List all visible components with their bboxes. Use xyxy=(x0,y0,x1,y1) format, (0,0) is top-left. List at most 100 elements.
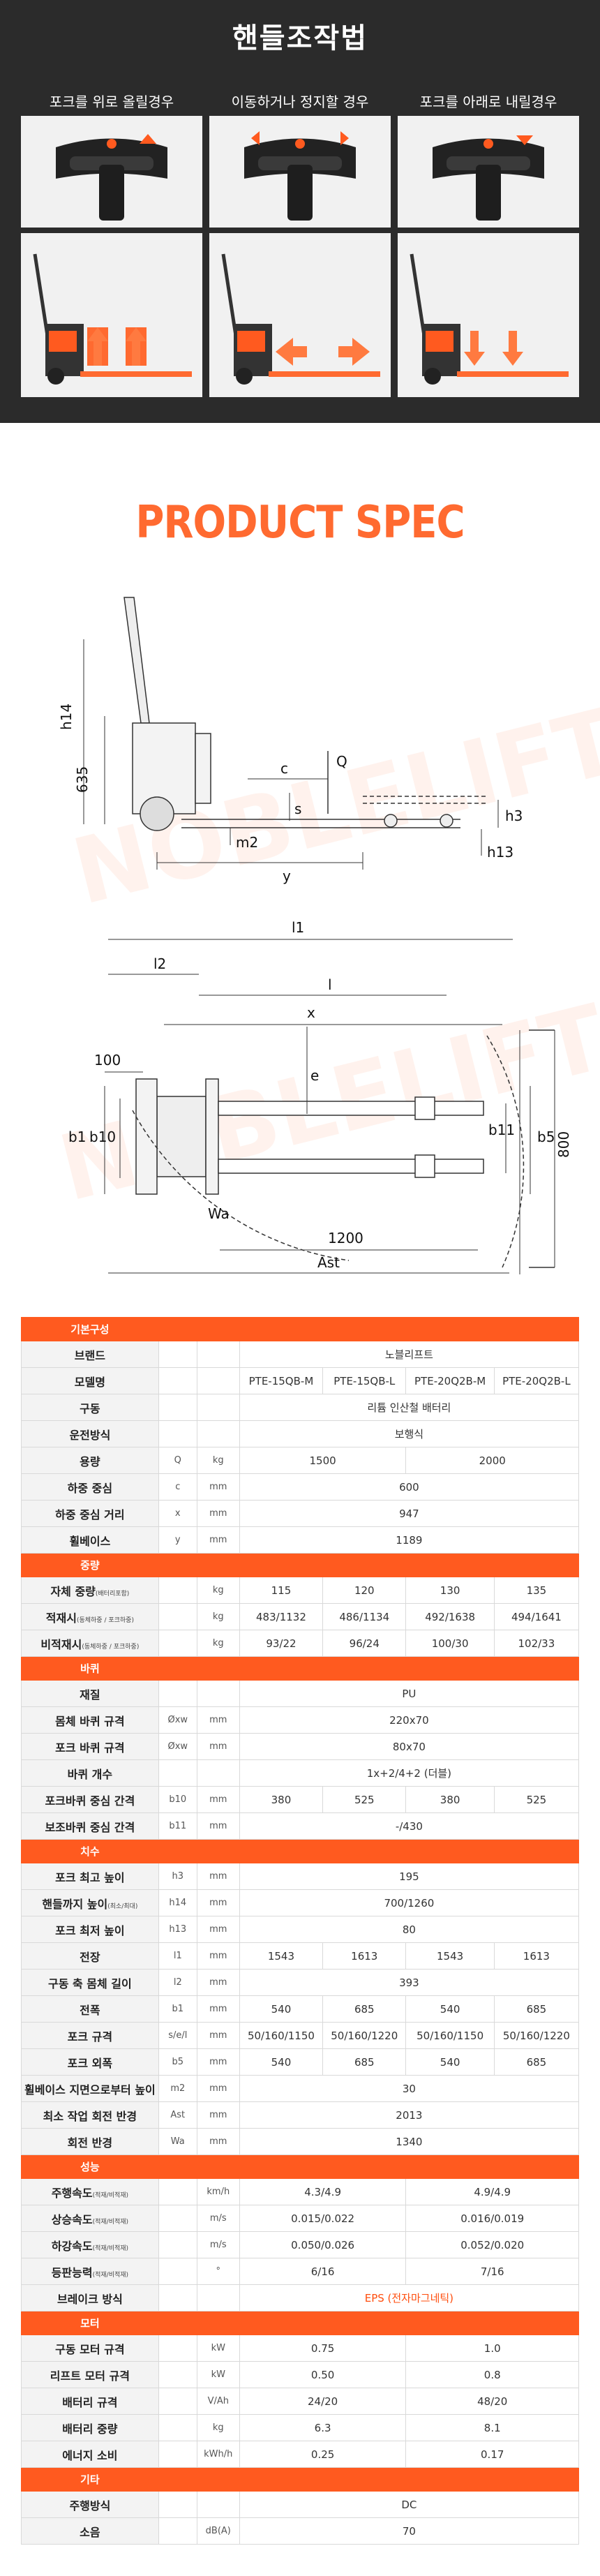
spec-value: 0.016/0.019 xyxy=(405,2205,579,2232)
spec-value: 947 xyxy=(239,1500,580,1527)
side-view-labels: h14 635 c Q s h3 m2 h13 y xyxy=(58,703,523,884)
spec-symbol: b5 xyxy=(158,2048,197,2076)
spec-label: 포크 최고 높이 xyxy=(21,1863,159,1890)
spec-symbol xyxy=(158,2441,197,2468)
spec-symbol xyxy=(158,1577,197,1604)
spec-label-text: 몸체 바퀴 규격 xyxy=(55,1714,125,1728)
spec-value: 700/1260 xyxy=(239,1889,580,1916)
spec-label-text: 구동 xyxy=(80,1401,100,1415)
spec-label: 포크바퀴 중심 간격 xyxy=(21,1786,159,1813)
section-header-fill xyxy=(158,2467,580,2492)
spec-label: 적재시(동체하중 / 포크하중) xyxy=(21,1603,159,1630)
handle-panel-lower: 포크를 아래로 내릴경우 xyxy=(398,88,579,397)
truck-side-image xyxy=(209,233,391,397)
spec-value: 540 xyxy=(239,2048,324,2076)
section-title: 기타 xyxy=(21,2467,159,2492)
spec-label-text: 주행속도 xyxy=(51,2186,93,2200)
technical-drawings: NOBLELIFT NOBLELIFT h1 xyxy=(0,583,600,1316)
truck-side-image xyxy=(21,233,202,397)
spec-unit xyxy=(196,1367,240,1394)
spec-unit: mm xyxy=(196,1706,240,1734)
section-header: 중량 xyxy=(21,1553,580,1577)
dim-b10: b10 xyxy=(89,1129,116,1145)
spec-symbol: b1 xyxy=(158,1995,197,2023)
spec-value: 96/24 xyxy=(322,1630,407,1657)
dim-Wa: Wa xyxy=(208,1205,230,1222)
spec-symbol xyxy=(158,2491,197,2518)
spec-label: 바퀴 개수 xyxy=(21,1759,159,1787)
spec-value: 195 xyxy=(239,1863,580,1890)
spec-label: 회전 반경 xyxy=(21,2128,159,2155)
spec-label-text: 하중 중심 xyxy=(67,1481,113,1495)
spec-unit: mm xyxy=(196,2022,240,2049)
spec-value: 1x+2/4+2 (더블) xyxy=(239,1759,580,1787)
spec-symbol: Øxw xyxy=(158,1706,197,1734)
spec-value: 130 xyxy=(405,1577,495,1604)
spec-symbol: m2 xyxy=(158,2075,197,2102)
spec-value: 48/20 xyxy=(405,2388,579,2415)
section-header-fill xyxy=(158,1317,580,1341)
spec-label-text: 포크 바퀴 규격 xyxy=(55,1741,125,1755)
panel-caption: 포크를 위로 올릴경우 xyxy=(49,94,174,110)
spec-unit: mm xyxy=(196,2128,240,2155)
spec-label: 등판능력(적재/비적재) xyxy=(21,2258,159,2285)
panel-caption: 이동하거나 정지할 경우 xyxy=(231,94,369,110)
spec-value: 24/20 xyxy=(239,2388,407,2415)
spec-unit: kg xyxy=(196,1603,240,1630)
spec-value: 1613 xyxy=(322,1942,407,1970)
spec-label: 하중 중심 xyxy=(21,1473,159,1501)
spec-unit xyxy=(196,1420,240,1447)
spec-label-text: 핸들까지 높이 xyxy=(42,1897,108,1911)
spec-symbol xyxy=(158,2258,197,2285)
spec-value: 220x70 xyxy=(239,1706,580,1734)
section-header-fill xyxy=(158,1839,580,1863)
spec-label-text: 포크 최저 높이 xyxy=(55,1923,125,1937)
spec-label: 브레이크 방식 xyxy=(21,2284,159,2311)
spec-value: 8.1 xyxy=(405,2414,579,2441)
spec-value: 80x70 xyxy=(239,1733,580,1760)
spec-unit xyxy=(196,2284,240,2311)
spec-symbol xyxy=(158,1759,197,1787)
spec-label: 상승속도(적재/비적재) xyxy=(21,2205,159,2232)
spec-symbol xyxy=(158,1341,197,1368)
dim-l: l xyxy=(328,976,332,993)
spec-value: EPS (전자마그네틱) xyxy=(239,2284,580,2311)
spec-unit: mm xyxy=(196,1942,240,1970)
spec-value: 380 xyxy=(405,1786,495,1813)
spec-label-note: (적재/비적재) xyxy=(92,2244,129,2252)
spec-unit xyxy=(196,1759,240,1787)
spec-value: -/430 xyxy=(239,1812,580,1840)
spec-value: 50/160/1220 xyxy=(493,2022,580,2049)
spec-unit xyxy=(196,1341,240,1368)
spec-label: 소음 xyxy=(21,2517,159,2545)
dim-635: 635 xyxy=(74,766,91,793)
spec-symbol: h14 xyxy=(158,1889,197,1916)
top-view-drawing xyxy=(104,939,555,1274)
spec-value: 4.3/4.9 xyxy=(239,2178,407,2205)
spec-label: 구동 축 몸체 길이 xyxy=(21,1969,159,1996)
spec-value: 50/160/1150 xyxy=(405,2022,495,2049)
section-header-fill xyxy=(158,1553,580,1577)
spec-label-text: 모델명 xyxy=(74,1375,105,1389)
spec-label-text: 포크 최고 높이 xyxy=(55,1870,125,1884)
spec-label-text: 적재시 xyxy=(45,1611,77,1625)
spec-unit: ° xyxy=(196,2258,240,2285)
spec-label-text: 상승속도 xyxy=(51,2212,93,2226)
dim-y: y xyxy=(283,868,291,884)
spec-label: 포크 최저 높이 xyxy=(21,1916,159,1943)
spec-label: 구동 xyxy=(21,1394,159,1421)
spec-value: 2000 xyxy=(405,1447,579,1474)
spec-value: PTE-15QB-M xyxy=(239,1367,324,1394)
